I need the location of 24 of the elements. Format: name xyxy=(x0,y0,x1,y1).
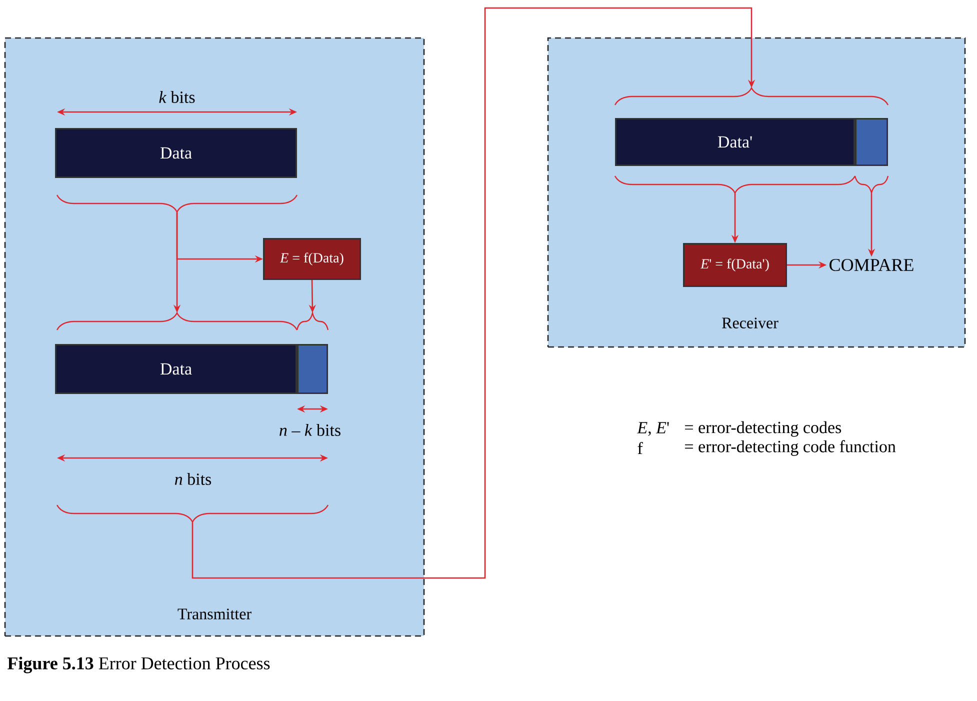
curly-brace xyxy=(56,312,298,330)
check-field xyxy=(855,118,888,166)
legend-symbol: E, E' xyxy=(637,422,669,436)
check-field xyxy=(297,344,328,394)
function-box: E' = f(Data') xyxy=(683,243,787,287)
legend-text: = error-detecting codes xyxy=(685,421,842,437)
figure-caption: Figure 5.13 Error Detection Process xyxy=(8,656,270,674)
arrow xyxy=(192,7,756,579)
curly-brace xyxy=(614,87,888,106)
dimension-label: k bits xyxy=(159,91,195,103)
curly-brace xyxy=(614,176,856,194)
function-box: E = f(Data) xyxy=(263,238,361,280)
curly-brace xyxy=(56,504,328,523)
dimension-label: n – k bits xyxy=(280,424,340,436)
curly-brace xyxy=(854,176,889,194)
data-bar: Data xyxy=(55,344,297,394)
data-bar: Data xyxy=(55,128,297,178)
curly-brace xyxy=(296,312,329,330)
compare-text: COMPARE xyxy=(830,258,914,272)
curly-brace xyxy=(56,194,298,213)
legend-text: = error-detecting code function xyxy=(685,440,896,456)
legend-symbol: f xyxy=(638,442,643,454)
dimension-label: n bits xyxy=(174,473,212,485)
data-bar: Data' xyxy=(615,118,855,166)
